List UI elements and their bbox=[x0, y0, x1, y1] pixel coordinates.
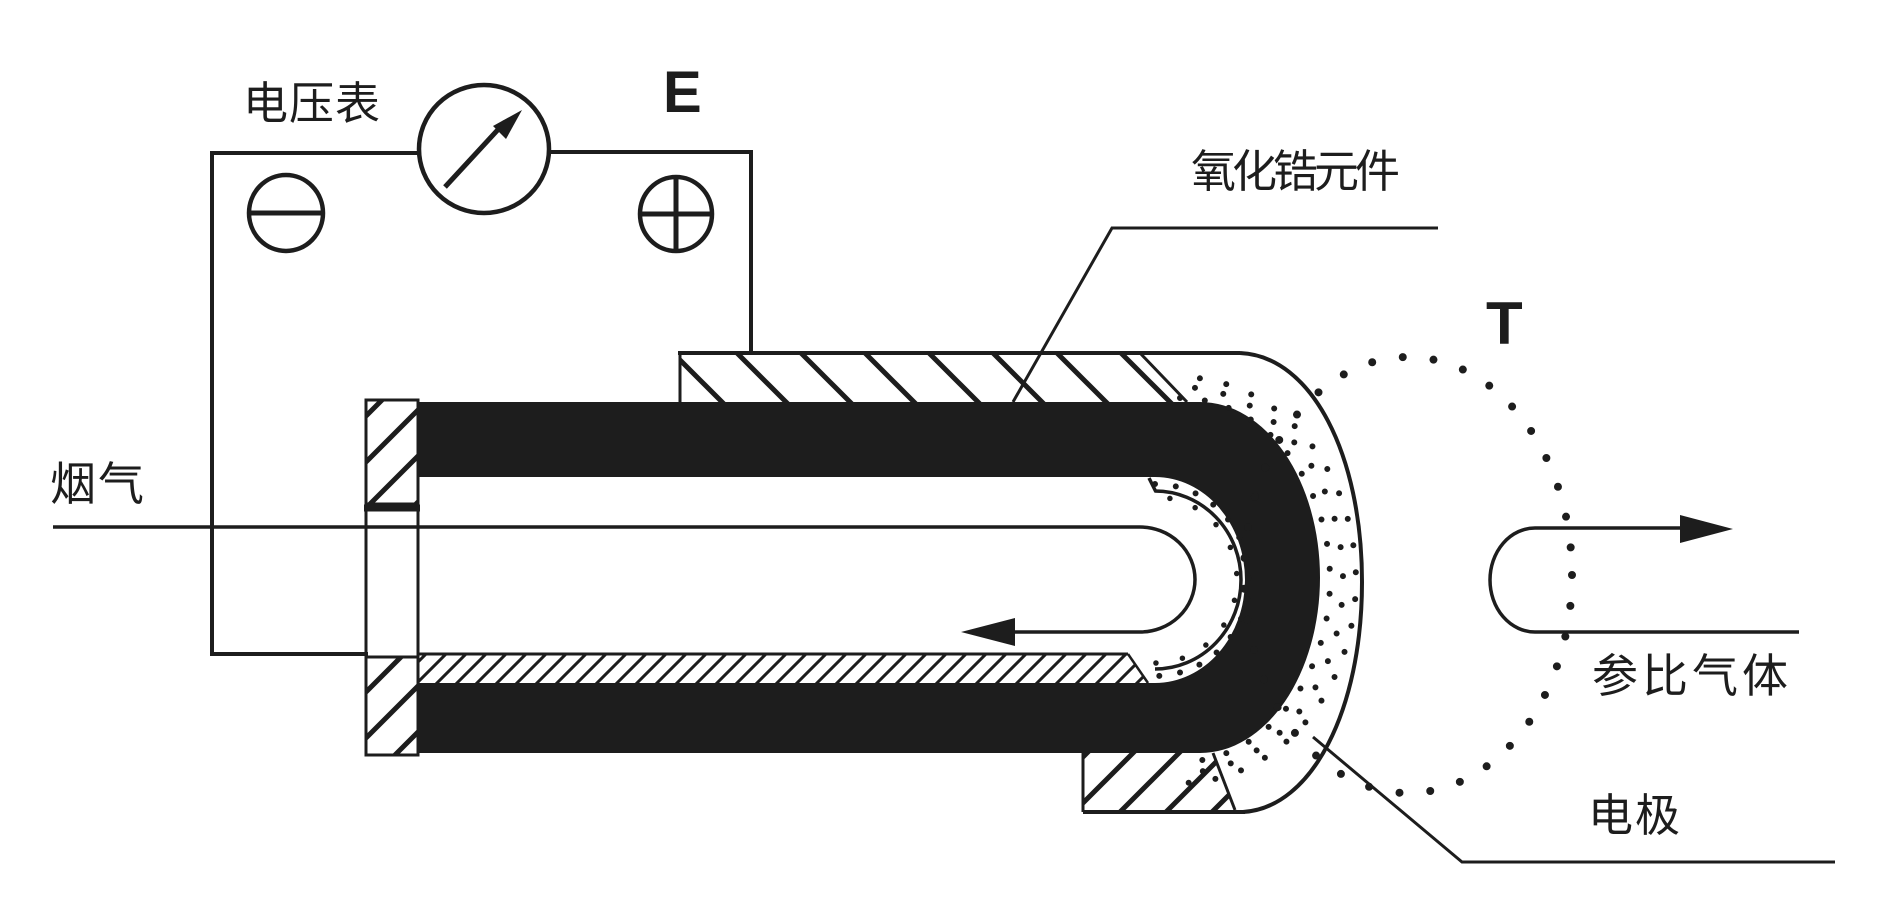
inner-electrode-boundary bbox=[1147, 477, 1243, 671]
zirconia-leader-line bbox=[1011, 226, 1438, 403]
plus-terminal-icon bbox=[637, 174, 715, 254]
label-electrode: 电极 bbox=[1588, 791, 1683, 841]
electrode-leader-line bbox=[1312, 735, 1835, 864]
label-temperature-T: T bbox=[1486, 290, 1523, 357]
minus-terminal-icon bbox=[246, 172, 326, 254]
label-reference-gas: 参比气体 bbox=[1592, 651, 1792, 702]
cover-outer-curve bbox=[1239, 351, 1365, 814]
label-voltmeter: 电压表 bbox=[243, 79, 382, 129]
label-emf-E: E bbox=[663, 60, 702, 125]
reference-gas-arrowhead-icon bbox=[1680, 515, 1733, 543]
label-flue-gas: 烟气 bbox=[50, 459, 146, 510]
inner-sleeve-band bbox=[418, 652, 1150, 684]
flue-gas-flow-arrow bbox=[53, 525, 1197, 646]
left-flange bbox=[364, 398, 420, 757]
label-zirconia-element: 氧化锆元件 bbox=[1191, 147, 1400, 197]
protective-cover-bottom bbox=[1081, 751, 1245, 814]
protective-cover-top bbox=[678, 351, 1240, 404]
voltmeter-gauge bbox=[416, 82, 552, 216]
flue-gas-arrowhead-icon bbox=[961, 618, 1015, 646]
circuit-wires bbox=[210, 150, 753, 656]
heated-zone-dotted-circle bbox=[1240, 353, 1576, 797]
voltmeter-needle-arrowhead-icon bbox=[493, 110, 522, 139]
electrode-stipple-inner bbox=[1152, 481, 1252, 679]
reference-gas-flow-arrow bbox=[1488, 515, 1799, 634]
voltmeter-needle bbox=[443, 120, 507, 189]
zirconia-element-body bbox=[418, 402, 1321, 753]
electrode-stipple-outer bbox=[1177, 374, 1359, 786]
